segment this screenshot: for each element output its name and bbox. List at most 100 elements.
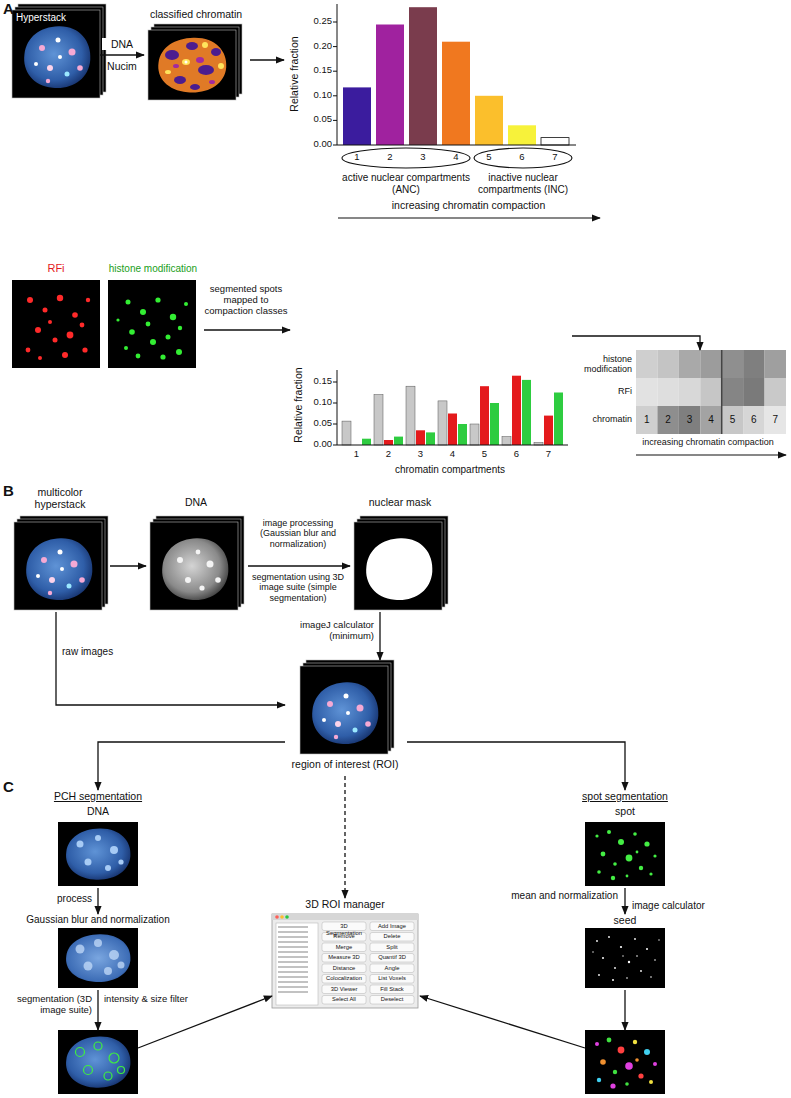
image-panel: spot segmentationspot [560, 790, 692, 888]
axis-tick: 0.25 [296, 16, 332, 27]
button-label: Remove [322, 933, 366, 940]
button-label: Merge [322, 944, 366, 951]
seed-image [585, 928, 665, 988]
image-panel: seed [585, 914, 667, 990]
axis-title: chromatin compartments [330, 464, 570, 476]
button-label: 3D Viewer [322, 986, 366, 993]
roi-stack [300, 660, 394, 754]
pch-dna-image [58, 822, 138, 886]
button-label: Add Image [370, 923, 414, 930]
button-label: List Voxels [370, 975, 414, 982]
flow-arrow [379, 612, 380, 660]
image-title: classified chromatin [144, 8, 248, 20]
axis-caption: increasing chromatin compaction [628, 437, 788, 447]
class-number: 5 [722, 414, 743, 426]
method-label: segmentation using 3D image suite (simpl… [249, 572, 347, 603]
flow-arrow [344, 776, 345, 898]
image-panel: nuclear mask [350, 496, 452, 612]
button-label: Deselect [370, 996, 414, 1003]
axis-tick: 0.10 [296, 397, 332, 408]
class-number: 7 [765, 414, 786, 426]
mask-stack [354, 516, 448, 610]
class-number: 5 [478, 449, 492, 460]
class-number: 1 [636, 414, 657, 426]
image-panel [585, 1030, 665, 1094]
axis-tick: 0.05 [296, 418, 332, 429]
button-label: Quantif 3D [370, 954, 414, 961]
edge-label: mean and normalization [490, 890, 618, 902]
image-title: DNA [146, 496, 246, 508]
flow-arrow [98, 742, 285, 790]
compartment-ellipse: active nuclear compartments (ANC) [341, 147, 471, 169]
flow-arrow [97, 990, 98, 1030]
axis-title: Relative fraction [292, 345, 304, 465]
segmented-pch-image [58, 1030, 138, 1094]
dna-stack [150, 516, 244, 610]
axis-title: Relative fraction [288, 14, 300, 134]
button-label: Select All [322, 996, 366, 1003]
method-label: image calculator [632, 900, 742, 912]
button-label: Colocalization [322, 975, 366, 982]
flow-arrow [110, 565, 146, 566]
edge-label: image processing (Gaussian blur and norm… [249, 518, 347, 549]
flow-arrow [420, 996, 585, 1048]
image-title: region of interest (ROI) [285, 758, 405, 770]
edge-label: process [40, 893, 92, 905]
flow-arrow [624, 888, 625, 914]
panel-letter: A [3, 0, 23, 17]
method-label: intensity & size filter [104, 994, 188, 1005]
flow-arrow [407, 742, 625, 790]
method-label: Nucim [102, 60, 142, 72]
edge-label: imageJ calculator (minimum) [286, 620, 374, 642]
axis-tick: 0.00 [296, 139, 332, 150]
segmented-spot-image [585, 1030, 665, 1094]
axis-tick: 0.05 [296, 114, 332, 125]
microscopy-stack [14, 516, 108, 610]
image-panel: Hyperstack [12, 10, 100, 98]
software-window [272, 914, 418, 1008]
class-number: 2 [383, 152, 397, 163]
flow-arrow [97, 888, 98, 914]
class-number: 4 [700, 414, 721, 426]
compartment-label: inactive nuclear compartments (INC) [473, 172, 573, 195]
class-number: 2 [657, 414, 678, 426]
image-panel: classified chromatin [144, 8, 250, 102]
panel-letter: B [3, 482, 23, 499]
image-panel: DNA [146, 496, 248, 612]
flow-arrow [624, 990, 625, 1030]
column-heading: PCH segmentation [40, 790, 156, 802]
channel-title: histone modification [104, 263, 202, 275]
classified-chromatin-image [148, 24, 242, 100]
ellipse-outline [342, 148, 470, 168]
image-title: multicolor hyperstack [12, 486, 108, 510]
image-panel: histone modification [104, 262, 204, 370]
button-label: Delete [370, 933, 414, 940]
edge-label: raw images [62, 646, 132, 658]
bar-chart-bars [333, 4, 600, 218]
class-number: 1 [350, 449, 364, 460]
channel-title: RFi [10, 262, 102, 275]
row-label: RFi [576, 386, 632, 396]
image-title: spot [560, 805, 690, 817]
ellipse-outline [474, 148, 572, 168]
image-title: seed [585, 914, 665, 926]
axis-tick: 0.15 [296, 65, 332, 76]
class-number: 7 [548, 152, 562, 163]
class-number: 6 [743, 414, 764, 426]
flow-arrow [204, 329, 290, 330]
axis-tick: 0.00 [296, 439, 332, 450]
axis-tick: 0.20 [296, 41, 332, 52]
image-panel [58, 1030, 138, 1094]
panel-letter: C [3, 778, 23, 795]
flow-arrow [572, 336, 700, 350]
bar-chart-bars [333, 370, 568, 445]
axis-tick: 0.15 [296, 376, 332, 387]
ellipse-outline [341, 147, 471, 169]
flow-arrow [248, 565, 350, 566]
image-title: DNA [40, 805, 156, 817]
button-label: Measure 3D [322, 954, 366, 961]
